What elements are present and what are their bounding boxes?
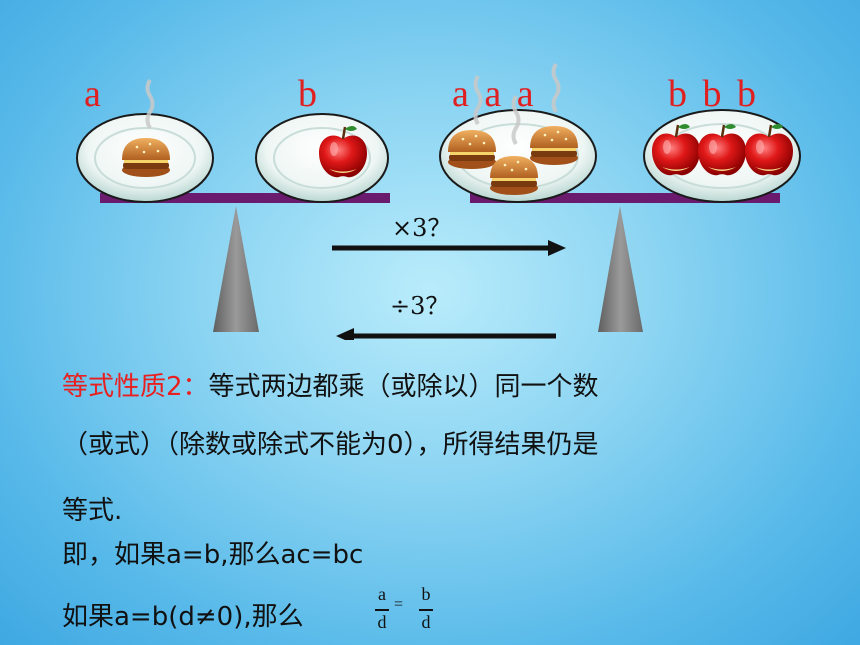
property-line-4: 即，如果a=b,那么ac=bc: [62, 540, 364, 570]
fraction-equals: =: [394, 596, 404, 613]
burger-icon: [448, 130, 496, 169]
balance-illustration: [76, 62, 801, 344]
right-support: [598, 206, 643, 332]
burger-icon: [530, 126, 578, 165]
fraction-right-denominator: d: [421, 612, 431, 632]
multiply-label: ×3？: [392, 214, 452, 242]
fraction-right-numerator: b: [421, 584, 431, 604]
property-line-5: 如果a=b(d≠0),那么: [62, 602, 304, 632]
fraction-left-numerator: a: [378, 584, 386, 604]
property-line-1: 等式性质2：等式两边都乘（或除以）同一个数: [62, 366, 599, 403]
label-left-a: a: [84, 73, 101, 115]
fraction-equation: a d = b d: [372, 584, 442, 644]
divide-label: ÷3？: [390, 292, 450, 320]
burger-icon: [490, 156, 538, 195]
left-beam: [100, 193, 390, 203]
balance-scene: a b a a a b b b ×3？ ÷3？: [76, 62, 801, 344]
steam: [145, 62, 561, 146]
right-beam: [470, 193, 780, 203]
burger-icon: [122, 138, 170, 177]
label-right-b: b b b: [668, 73, 756, 115]
left-support: [213, 206, 259, 332]
property-title: 等式性质2：: [62, 372, 209, 402]
fraction-left-denominator: d: [377, 612, 387, 632]
property-line-2: （或式）（除数或除式不能为0），所得结果仍是: [62, 430, 599, 460]
label-left-b: b: [298, 73, 317, 115]
property-line-1-text: 等式两边都乘（或除以）同一个数: [208, 372, 599, 402]
property-line-3: 等式.: [62, 496, 123, 526]
label-right-a: a a a: [452, 73, 534, 115]
